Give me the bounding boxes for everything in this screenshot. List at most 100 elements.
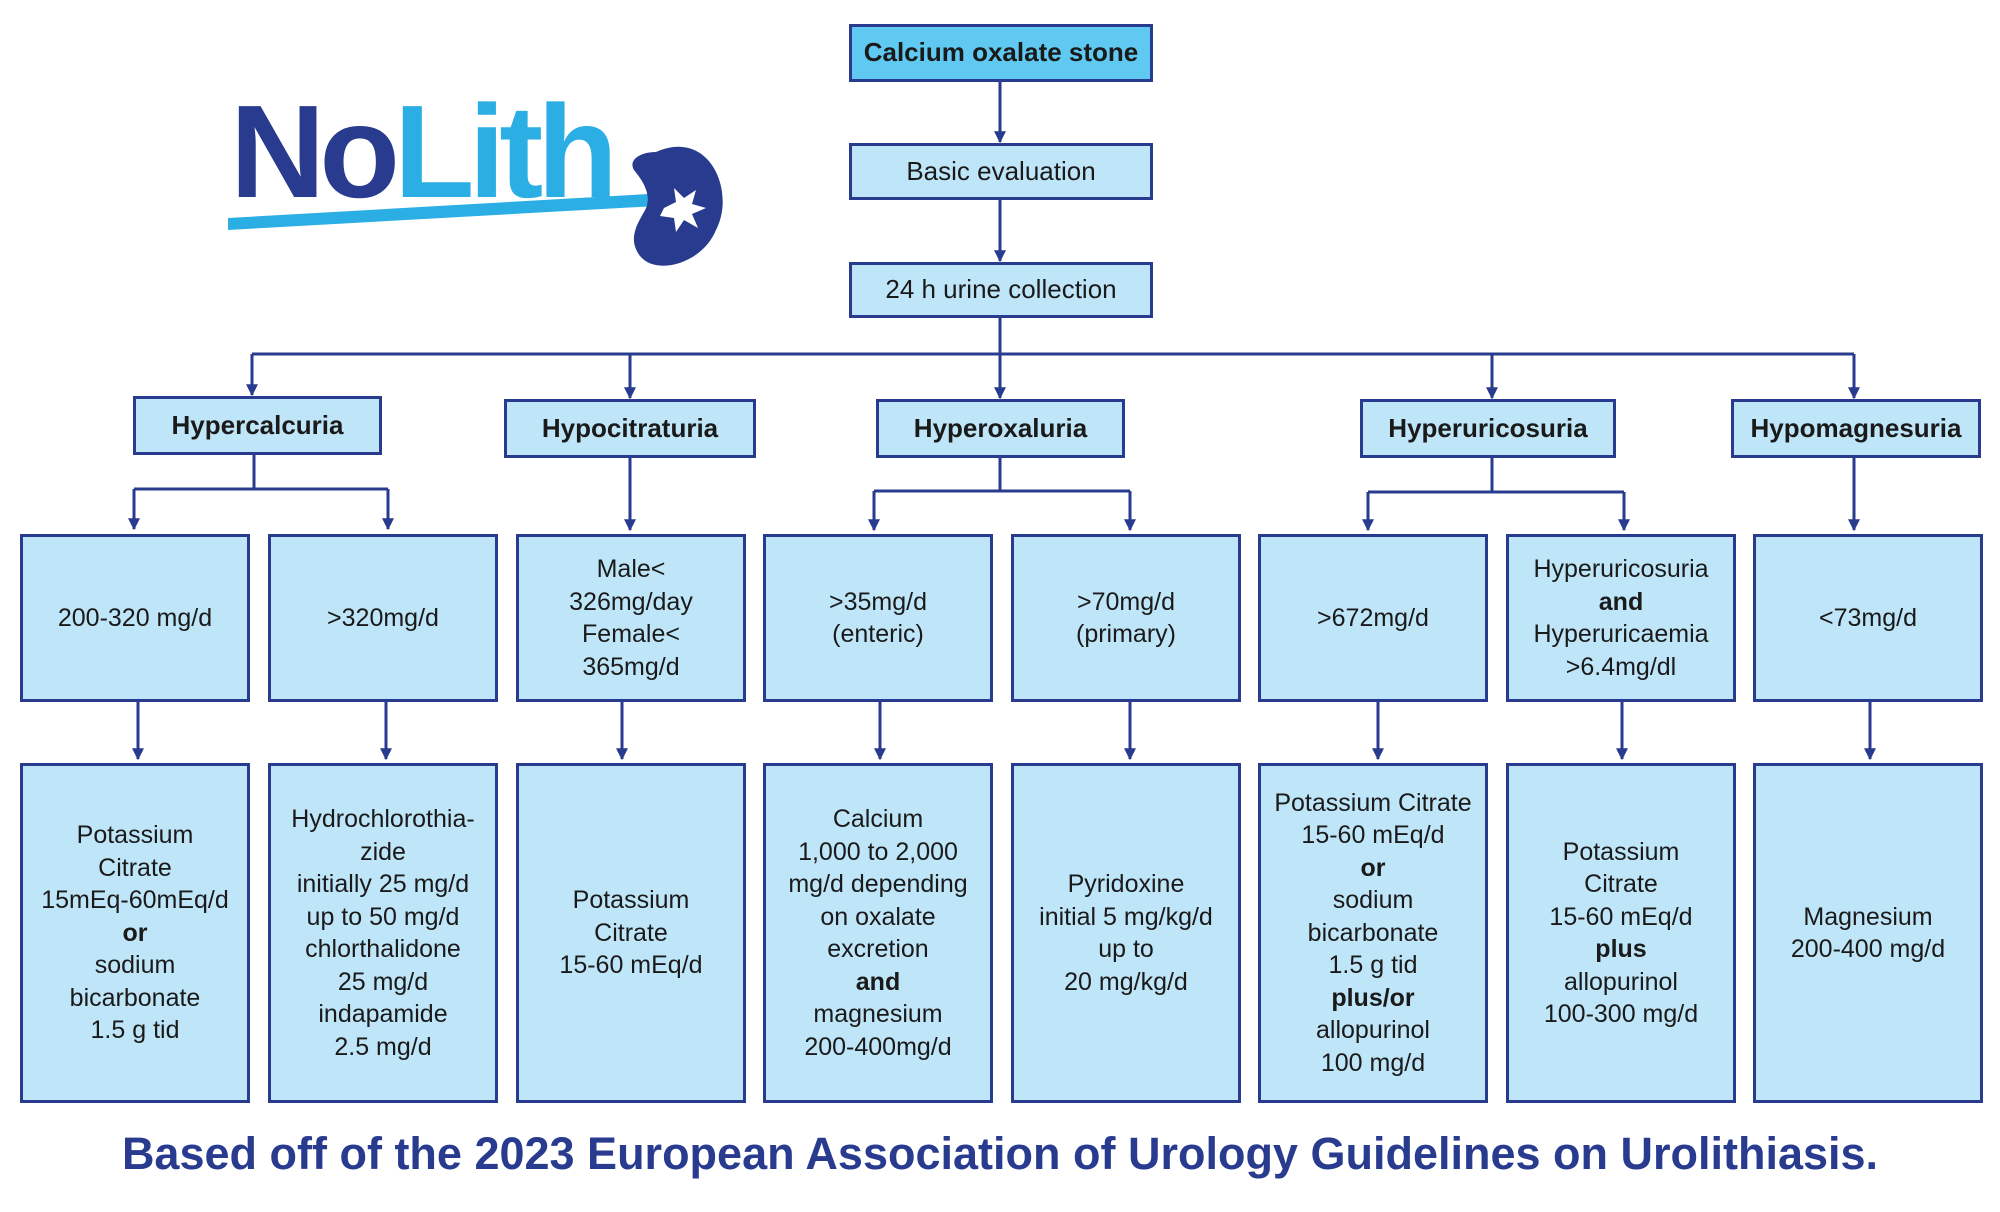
treatment-line: indapamide [318, 1000, 448, 1028]
category-hyperuricosuria: Hyperuricosuria [1360, 399, 1616, 458]
treatment-line: 1,000 to 2,000 [798, 837, 958, 866]
logo-wordmark: NoLith [230, 86, 618, 218]
treatment-box: Potassium Citrate 15-60 mEq/d plus allop… [1506, 763, 1736, 1103]
treatment-line: zide [360, 837, 406, 866]
threshold-box: >672mg/d [1258, 534, 1488, 702]
node-calcium-oxalate-stone: Calcium oxalate stone [849, 24, 1153, 82]
treatment-box: Hydrochlorothia- zide initially 25 mg/d … [268, 763, 498, 1103]
treatment-line: 200-400mg/d [804, 1032, 952, 1061]
threshold-box: >35mg/d (enteric) [763, 534, 993, 702]
category-hypomagnesuria: Hypomagnesuria [1731, 399, 1981, 458]
treatment-line: 15-60 mEq/d [559, 951, 703, 980]
treatment-line: on oxalate [820, 902, 936, 931]
category-hypocitraturia-label: Hypocitraturia [541, 412, 719, 443]
treatment-line: 1.5 g tid [1328, 951, 1418, 980]
threshold-box: <73mg/d [1753, 534, 1983, 702]
threshold-line: >672mg/d [1317, 603, 1429, 632]
treatment-line: 2.5 mg/d [334, 1032, 432, 1061]
treatment-line: bicarbonate [1307, 918, 1439, 947]
treatment-box: Magnesium 200-400 mg/d [1753, 763, 1983, 1103]
treatment-line: 200-400 mg/d [1790, 935, 1946, 963]
treatment-box: Potassium Citrate 15-60 mEq/d [516, 763, 746, 1103]
treatment-line: allopurinol [1564, 967, 1678, 996]
treatment-line: 15-60 mEq/d [1549, 902, 1693, 931]
threshold-line: 326mg/day [569, 587, 693, 616]
treatment-line: Potassium [1562, 837, 1680, 866]
threshold-box: >70mg/d (primary) [1011, 534, 1241, 702]
treatment-line: mg/d depending [788, 870, 968, 898]
category-hypercalcuria: Hypercalcuria [133, 396, 382, 455]
treatment-line: sodium [1332, 886, 1414, 915]
treatment-line: 15-60 mEq/d [1301, 821, 1445, 850]
treatment-line: or [122, 918, 148, 947]
treatment-line: Hydrochlorothia- [291, 805, 475, 833]
treatment-line: allopurinol [1316, 1016, 1430, 1045]
treatment-line: plus [1595, 935, 1647, 963]
category-hyperoxaluria-label: Hyperoxaluria [913, 412, 1088, 443]
treatment-line: 15mEq-60mEq/d [41, 886, 229, 915]
treatment-line: 25 mg/d [337, 967, 429, 996]
treatment-box: Calcium 1,000 to 2,000 mg/d depending on… [763, 763, 993, 1103]
category-hypocitraturia: Hypocitraturia [504, 399, 756, 458]
treatment-line: Citrate [594, 918, 668, 947]
category-hypomagnesuria-label: Hypomagnesuria [1750, 412, 1962, 443]
treatment-box: Pyridoxine initial 5 mg/kg/d up to 20 mg… [1011, 763, 1241, 1103]
treatment-line: excretion [827, 935, 929, 963]
category-hyperoxaluria: Hyperoxaluria [876, 399, 1125, 458]
node-basic-evaluation-label: Basic evaluation [906, 155, 1096, 186]
treatment-box: Potassium Citrate 15mEq-60mEq/d or sodiu… [20, 763, 250, 1103]
treatment-line: 1.5 g tid [90, 1016, 180, 1045]
node-basic-evaluation: Basic evaluation [849, 143, 1153, 200]
threshold-line: (primary) [1076, 620, 1176, 648]
threshold-line: and [1598, 587, 1644, 616]
treatment-line: magnesium [813, 1000, 943, 1028]
threshold-line: Male< [596, 555, 666, 583]
treatment-line: Pyridoxine [1067, 870, 1185, 898]
treatment-line: 20 mg/kg/d [1064, 967, 1188, 996]
threshold-line: >320mg/d [327, 603, 439, 632]
node-24h-urine-collection-label: 24 h urine collection [885, 274, 1117, 305]
category-hypercalcuria-label: Hypercalcuria [171, 409, 344, 440]
node-24h-urine-collection: 24 h urine collection [849, 262, 1153, 318]
threshold-line: Female< [582, 620, 680, 648]
threshold-line: (enteric) [832, 620, 924, 648]
threshold-box: Hyperuricosuria and Hyperuricaemia >6.4m… [1506, 534, 1736, 702]
threshold-line: >70mg/d [1077, 587, 1175, 616]
treatment-box: Potassium Citrate 15-60 mEq/d or sodium … [1258, 763, 1488, 1103]
treatment-line: and [855, 967, 901, 996]
threshold-box: 200-320 mg/d [20, 534, 250, 702]
treatment-line: initially 25 mg/d [296, 870, 470, 898]
kidney-stone-icon [228, 146, 723, 266]
treatment-line: 100 mg/d [1320, 1048, 1426, 1077]
threshold-line: 200-320 mg/d [57, 603, 213, 632]
treatment-line: or [1360, 853, 1386, 882]
treatment-line: plus/or [1331, 983, 1415, 1012]
treatment-line: up to 50 mg/d [306, 902, 460, 931]
logo-text-lith: Lith [393, 78, 618, 225]
threshold-line: Hyperuricaemia [1533, 620, 1709, 648]
treatment-line: Potassium [76, 821, 194, 850]
treatment-line: Citrate [98, 853, 172, 882]
threshold-box: Male< 326mg/day Female< 365mg/d [516, 534, 746, 702]
threshold-line: >6.4mg/dl [1565, 652, 1677, 681]
node-calcium-oxalate-stone-label: Calcium oxalate stone [863, 37, 1139, 68]
treatment-line: Calcium [832, 805, 924, 833]
treatment-line: sodium [94, 951, 176, 980]
threshold-box: >320mg/d [268, 534, 498, 702]
treatment-line: Magnesium [1803, 902, 1933, 931]
logo-text-no: No [230, 78, 400, 225]
threshold-line: >35mg/d [829, 587, 927, 616]
threshold-line: 365mg/d [582, 652, 680, 681]
treatment-line: initial 5 mg/kg/d [1039, 902, 1213, 931]
treatment-line: Citrate [1584, 870, 1658, 898]
guideline-source-footer: Based off of the 2023 European Associati… [121, 1128, 1879, 1179]
treatment-line: Potassium [572, 886, 690, 915]
threshold-line: <73mg/d [1819, 603, 1917, 632]
category-hyperuricosuria-label: Hyperuricosuria [1388, 412, 1588, 443]
threshold-line: Hyperuricosuria [1533, 555, 1709, 583]
nolith-logo: NoLith [224, 80, 744, 290]
treatment-line: Potassium Citrate [1274, 788, 1472, 817]
treatment-line: bicarbonate [69, 983, 201, 1012]
treatment-line: chlorthalidone [305, 935, 461, 963]
